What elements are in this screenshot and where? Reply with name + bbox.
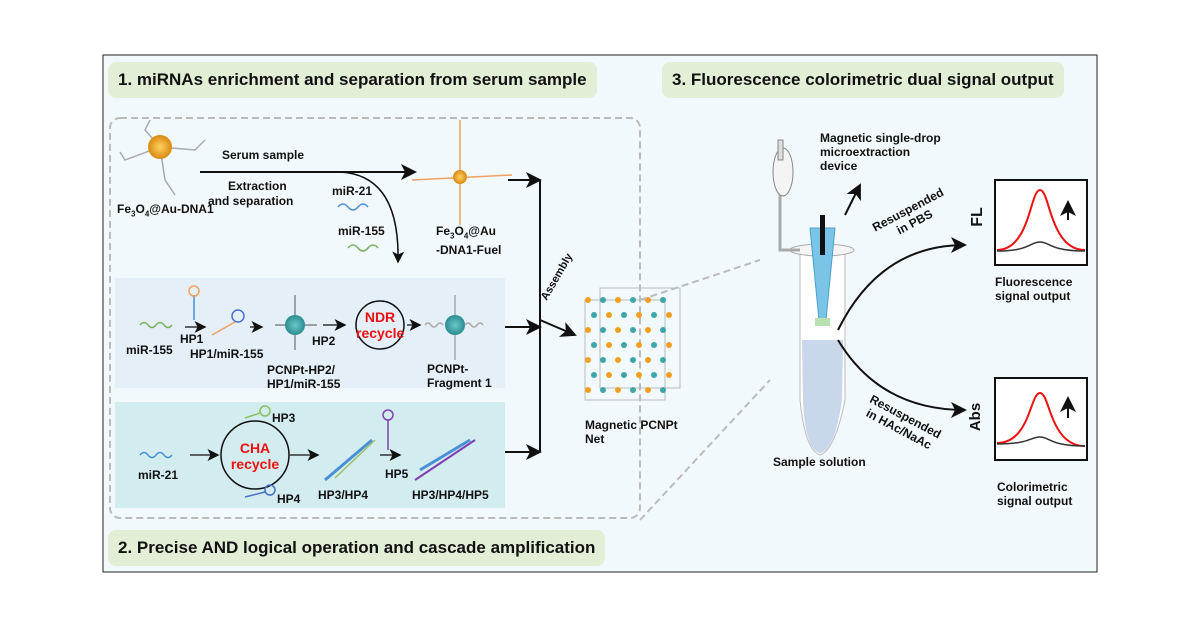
ndr-row bbox=[139, 285, 484, 360]
pcnpt-net-lattice bbox=[584, 287, 681, 401]
lattice-node bbox=[600, 387, 606, 393]
lattice-node bbox=[660, 387, 666, 393]
lattice-node bbox=[651, 312, 657, 318]
lattice-node bbox=[615, 327, 621, 333]
fe3o4-dna1-label: Fe3O4@Au-DNA1 bbox=[117, 202, 214, 219]
lattice-node bbox=[585, 357, 591, 363]
lattice-node bbox=[636, 312, 642, 318]
lattice-node bbox=[651, 372, 657, 378]
lattice-node bbox=[606, 372, 612, 378]
abs-axis-label: Abs bbox=[967, 402, 985, 432]
mir21-top-label: miR-21 bbox=[332, 184, 373, 198]
cha-row bbox=[139, 405, 476, 498]
lattice-node bbox=[666, 342, 672, 348]
lattice-node bbox=[615, 297, 621, 303]
lattice-node bbox=[645, 357, 651, 363]
lattice-node bbox=[591, 342, 597, 348]
extraction-arrow bbox=[339, 171, 405, 264]
lattice-node bbox=[630, 387, 636, 393]
lattice-node bbox=[645, 387, 651, 393]
lattice-node bbox=[660, 297, 666, 303]
hp5-label: HP5 bbox=[385, 467, 409, 481]
hp4-label: HP4 bbox=[277, 492, 301, 506]
serum-sample-label: Serum sample bbox=[222, 148, 305, 162]
lattice-node bbox=[591, 312, 597, 318]
pcnpt-hp2-label-2: HP1/miR-155 bbox=[267, 377, 341, 391]
lattice-frame bbox=[599, 287, 681, 389]
hp1-label: HP1 bbox=[180, 332, 204, 346]
lattice-node bbox=[630, 327, 636, 333]
lattice-node bbox=[585, 327, 591, 333]
lattice-node bbox=[606, 312, 612, 318]
lattice-node bbox=[666, 312, 672, 318]
sample-solution-label: Sample solution bbox=[773, 455, 866, 469]
section-title-2: 2. Precise AND logical operation and cas… bbox=[108, 530, 606, 566]
lattice-node bbox=[600, 357, 606, 363]
fragment-label: PCNPt-Fragment 1 bbox=[427, 362, 492, 390]
extraction-tube bbox=[772, 139, 855, 456]
lattice-node bbox=[591, 372, 597, 378]
fe3o4-dna1-particle bbox=[119, 119, 206, 196]
lattice-node bbox=[615, 387, 621, 393]
lattice-node bbox=[660, 327, 666, 333]
lattice-node bbox=[606, 342, 612, 348]
extraction-label-1: Extraction bbox=[228, 179, 287, 193]
lattice-node bbox=[600, 327, 606, 333]
fuel-particle bbox=[411, 120, 513, 225]
fl-plot bbox=[994, 179, 1088, 266]
lattice-node bbox=[585, 297, 591, 303]
section-title-3: 3. Fluorescence colorimetric dual signal… bbox=[662, 62, 1064, 98]
hp2-label: HP2 bbox=[312, 334, 336, 348]
extraction-label-2: and separation bbox=[208, 194, 294, 208]
mir155-top-label: miR-155 bbox=[338, 224, 385, 238]
lattice-node bbox=[600, 297, 606, 303]
cha-cycle bbox=[220, 420, 290, 490]
lattice-node bbox=[585, 387, 591, 393]
hp3-hp4-label: HP3/HP4 bbox=[318, 488, 369, 502]
lattice-node bbox=[621, 312, 627, 318]
hp3-label: HP3 bbox=[272, 411, 296, 425]
section-title-1: 1. miRNAs enrichment and separation from… bbox=[108, 62, 597, 98]
lattice-node bbox=[660, 357, 666, 363]
fl-axis-label: FL bbox=[968, 207, 986, 227]
lattice-node bbox=[630, 357, 636, 363]
mir21-strand bbox=[337, 203, 369, 211]
lattice-frame bbox=[584, 299, 666, 401]
mir155-strand bbox=[347, 244, 379, 252]
lattice-node bbox=[636, 372, 642, 378]
fuel-label: Fe3O4@Au-DNA1-Fuel bbox=[436, 224, 502, 258]
hp3-hp4-hp5-label: HP3/HP4/HP5 bbox=[412, 488, 489, 502]
lattice-node bbox=[651, 342, 657, 348]
mir155-label: miR-155 bbox=[126, 343, 173, 357]
hp1-mir155-label: HP1/miR-155 bbox=[190, 347, 264, 361]
mir21-label: miR-21 bbox=[138, 468, 179, 482]
lattice-node bbox=[630, 297, 636, 303]
lattice-node bbox=[666, 372, 672, 378]
dashed-region bbox=[109, 117, 641, 519]
pcnpt-hp2-label-1: PCNPt-HP2/ bbox=[267, 363, 336, 377]
lattice-node bbox=[645, 327, 651, 333]
abs-plot bbox=[994, 377, 1088, 461]
lattice-node bbox=[615, 357, 621, 363]
lattice-node bbox=[621, 342, 627, 348]
lattice-node bbox=[636, 342, 642, 348]
zoom-leader bbox=[639, 259, 771, 521]
connectors bbox=[505, 172, 577, 460]
lattice-node bbox=[621, 372, 627, 378]
ndr-cycle bbox=[355, 300, 405, 350]
output-arrows bbox=[837, 183, 967, 418]
ndr-panel bbox=[115, 278, 505, 388]
